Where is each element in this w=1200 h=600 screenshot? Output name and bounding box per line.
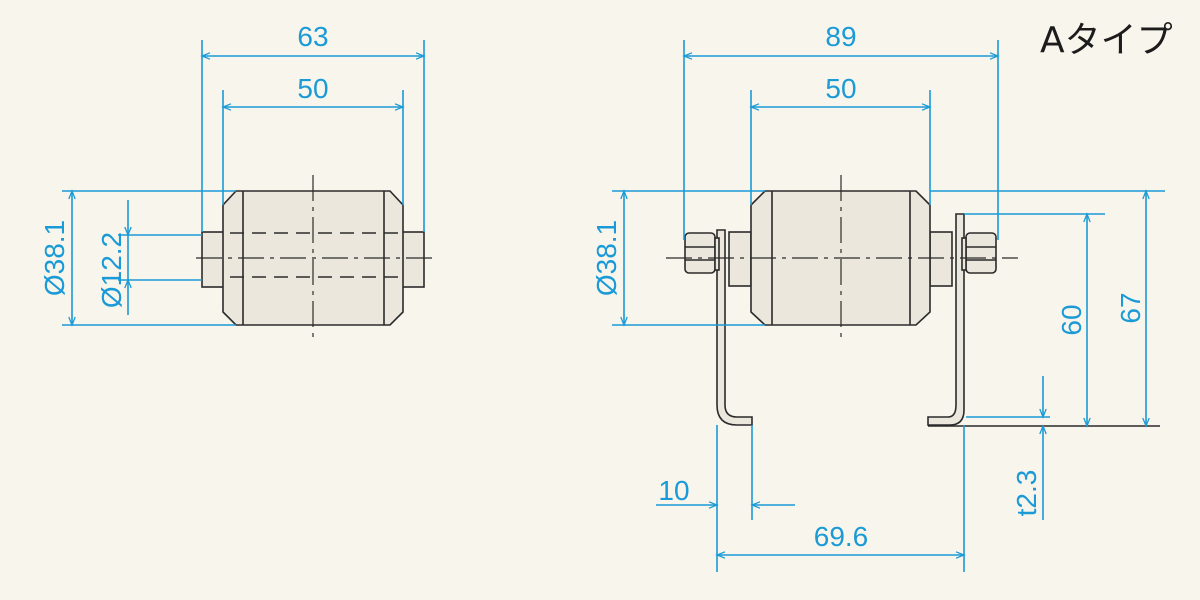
left-nut — [684, 232, 716, 274]
dim-overall-width-bracket: 89 — [825, 21, 856, 52]
dim-roller-width-right: 50 — [825, 73, 856, 104]
dim-flange-length: 10 — [658, 475, 689, 506]
dim-roller-diameter-right: Ø38.1 — [591, 220, 622, 296]
dim-roller-width: 50 — [297, 73, 328, 104]
right-view: 89 50 Ø38.1 60 67 t2.3 10 69.6 — [591, 21, 1165, 572]
left-spacer — [728, 231, 752, 287]
type-title: Aタイプ — [1040, 20, 1173, 61]
dim-total-height: 67 — [1115, 292, 1146, 323]
dim-bracket-span: 69.6 — [814, 521, 869, 552]
left-bracket — [716, 229, 753, 426]
dim-thickness: t2.3 — [1011, 470, 1042, 517]
dim-roller-diameter: Ø38.1 — [39, 220, 70, 296]
right-bracket — [927, 213, 965, 426]
dim-shaft-diameter: Ø12.2 — [96, 232, 127, 308]
dim-overall-width: 63 — [297, 21, 328, 52]
right-spacer — [929, 231, 953, 287]
left-view: 63 50 Ø38.1 Ø12.2 — [39, 21, 432, 342]
dim-axis-height: 60 — [1056, 304, 1087, 335]
right-nut — [965, 232, 997, 274]
